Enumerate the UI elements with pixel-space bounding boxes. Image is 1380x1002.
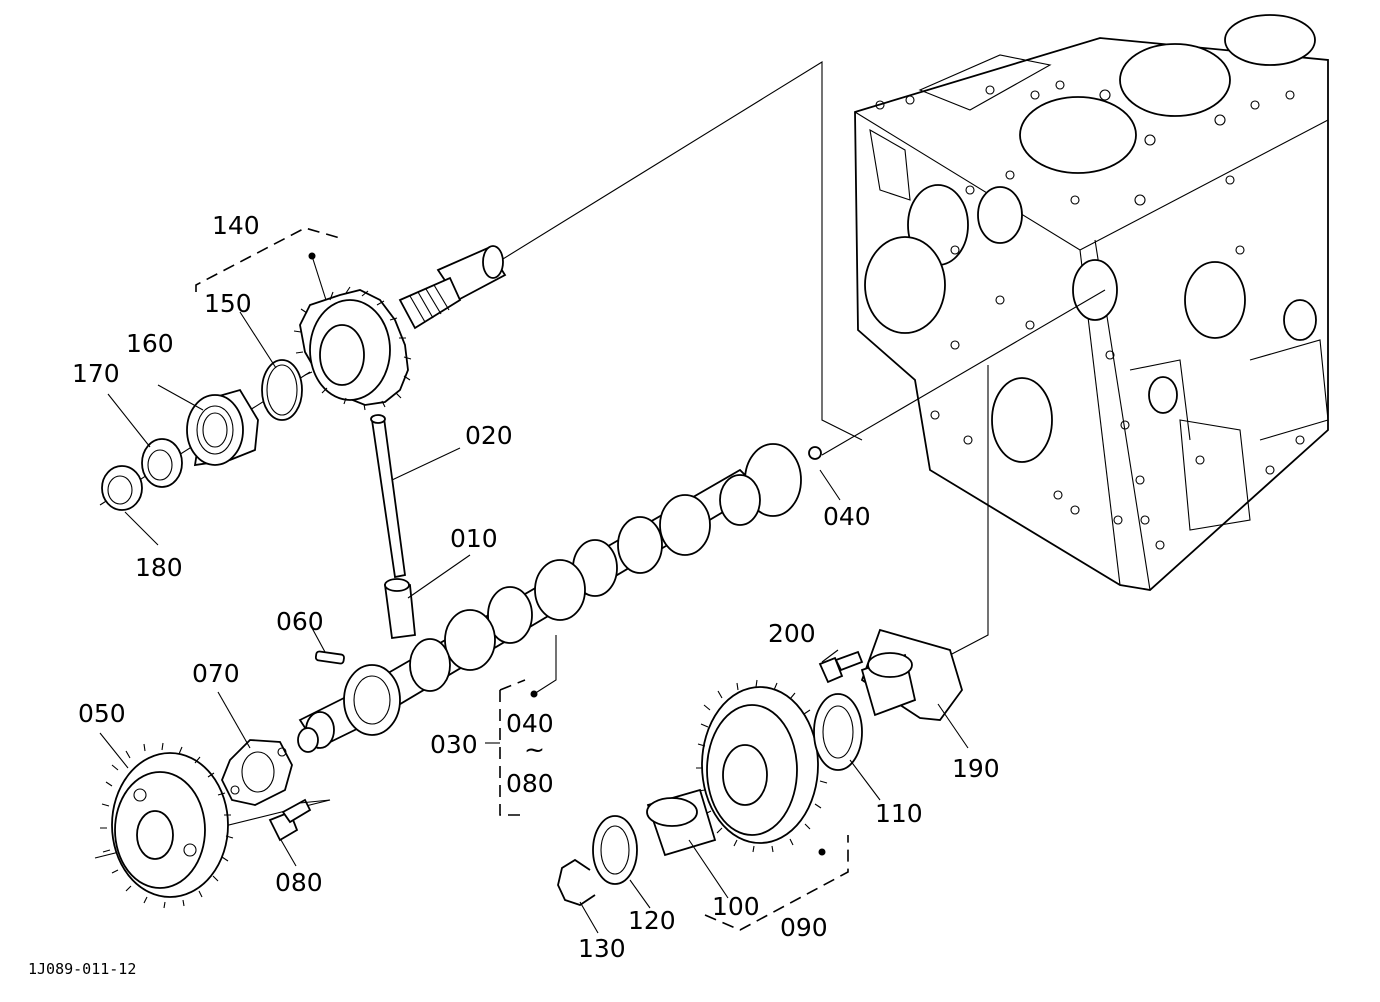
idle-gear-140 [293,286,412,411]
bushing-100 [646,788,717,857]
group-bracket-030 [499,635,557,816]
idle-shaft-190 [860,628,963,721]
callout-040-range-start: 040 [506,709,554,738]
callout-110: 110 [875,799,923,828]
callout-100: 100 [712,892,760,921]
bolt-080 [268,798,312,842]
engine-block [854,14,1329,591]
callout-200: 200 [768,619,816,648]
bolt-200 [818,650,864,684]
callout-080: 080 [275,868,323,897]
callout-080-range-end: 080 [506,769,554,798]
callout-170: 170 [72,359,120,388]
lock-nut-170 [141,438,183,488]
tappet-010 [383,578,416,640]
callout-range-tilde: ~ [524,735,545,764]
callout-050: 050 [78,699,126,728]
callout-010: 010 [450,524,498,553]
callout-150: 150 [204,289,252,318]
callout-190: 190 [952,754,1000,783]
idle-gear-090 [696,679,828,853]
callout-120: 120 [628,906,676,935]
camshaft-030 [297,443,822,753]
circlip-150 [261,359,303,421]
key-060 [314,650,345,665]
callout-labels: 140 150 160 170 180 020 010 040 060 070 … [72,211,1000,963]
callout-160: 160 [126,329,174,358]
figure-code: 1J089-011-12 [28,960,136,978]
callout-070: 070 [192,659,240,688]
group-bracket-090 [704,835,849,931]
callout-130: 130 [578,934,626,963]
nut-180 [101,465,143,511]
washer-120 [592,815,638,885]
group-bracket-140 [195,227,341,301]
tappet-guide [398,245,507,330]
leader-lines [99,311,969,934]
cam-gear-050 [100,742,234,909]
bearing-160 [186,388,259,467]
circlip-130 [557,858,596,906]
washer-110 [813,693,863,771]
callout-040: 040 [823,502,871,531]
callout-030: 030 [430,730,478,759]
callout-020: 020 [465,421,513,450]
callout-060: 060 [276,607,324,636]
thrust-plate-070 [221,739,293,806]
callout-090: 090 [780,913,828,942]
callout-180: 180 [135,553,183,582]
push-rod-020 [370,414,407,579]
callout-140: 140 [212,211,260,240]
